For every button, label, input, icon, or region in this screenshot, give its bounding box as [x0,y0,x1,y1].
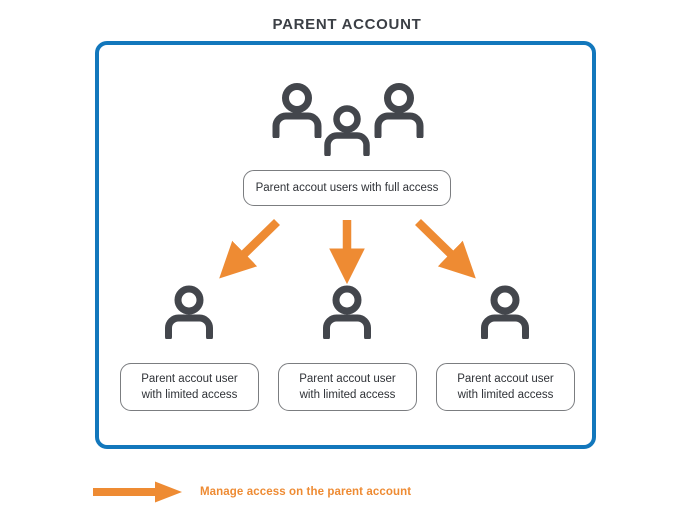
limited-access-label-box-2: Parent accout user with limited access [278,363,417,411]
full-access-label-box: Parent accout users with full access [243,170,451,206]
limited-access-label-2-line1: Parent accout user [299,373,396,385]
person-icon-limited-3 [479,285,531,344]
limited-access-label-box-3: Parent accout user with limited access [436,363,575,411]
full-access-label-text: Parent accout users with full access [255,182,439,194]
full-access-users-icon-group [262,78,432,156]
person-icon-full-access-1 [270,82,324,138]
person-icon-full-access-2 [322,104,372,156]
arrow-right-icon [93,481,182,503]
person-icon-limited-1 [163,285,215,344]
legend-label: Manage access on the parent account [200,486,412,498]
limited-access-label-box-1: Parent accout user with limited access [120,363,259,411]
limited-access-label-1-line1: Parent accout user [141,373,238,385]
person-icon-limited-2 [321,285,373,344]
limited-access-label-3-line1: Parent accout user [457,373,554,385]
limited-access-label-1-line2: with limited access [141,389,238,401]
legend: Manage access on the parent account [93,481,411,503]
page-title: PARENT ACCOUNT [272,16,422,33]
person-icon-full-access-3 [372,82,426,138]
limited-access-label-2-line2: with limited access [299,389,396,401]
limited-access-label-3-line2: with limited access [457,389,554,401]
